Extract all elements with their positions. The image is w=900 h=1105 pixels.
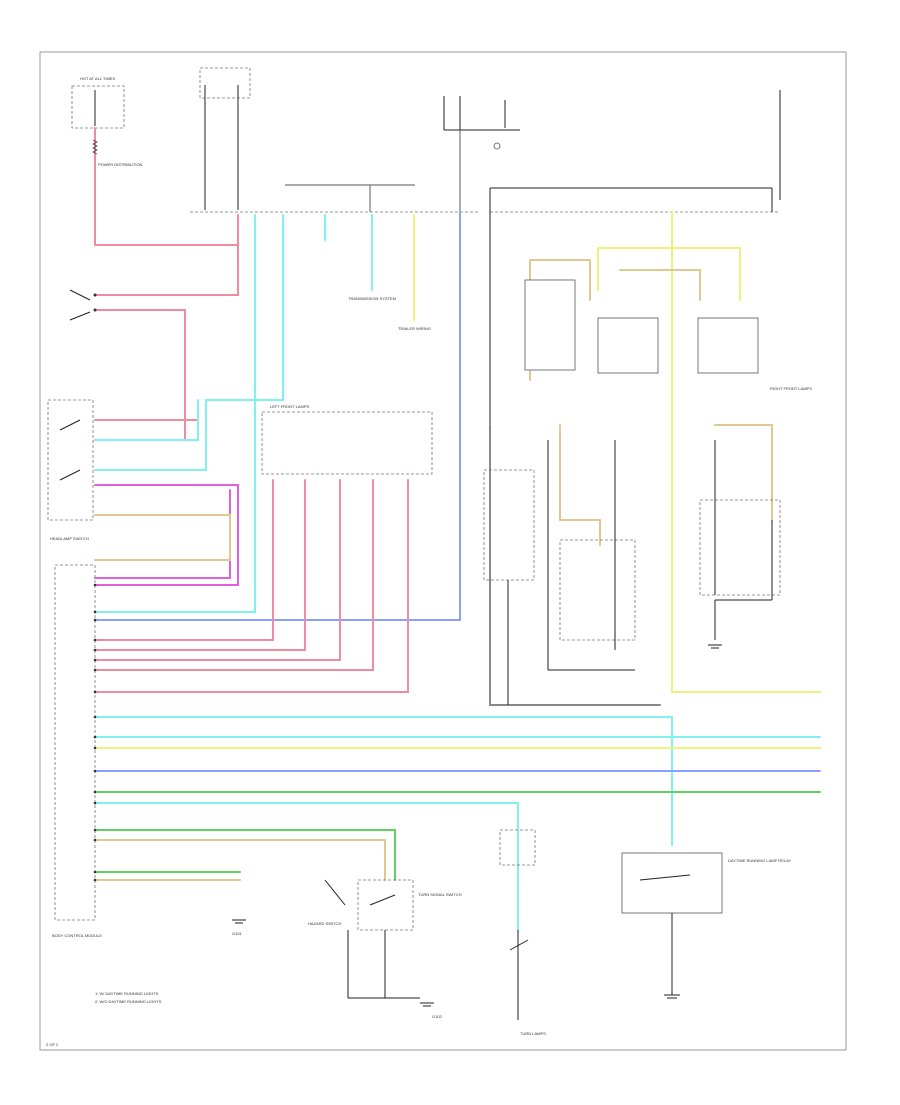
lower-mid-switch: TURN LAMPS xyxy=(499,829,546,1036)
bcm-block: BODY CONTROL MODULE xyxy=(52,564,102,938)
wire-blue-bcm xyxy=(94,211,461,621)
hot-at-all-times-label: HOT AT ALL TIMES xyxy=(80,76,115,81)
power-distribution-label: POWER DISTRIBUTION xyxy=(98,162,143,167)
wire-red-lamp-5 xyxy=(94,479,409,693)
headlamp-switch-block: HEADLAMP SWITCH xyxy=(47,399,94,541)
front-lamps-block: LEFT FRONT LAMPS xyxy=(261,404,433,475)
transmission-system-label: TRANSMISSION SYSTEM xyxy=(348,296,396,301)
power-source-left: HOT AT ALL TIMES POWER DISTRIBUTION xyxy=(71,76,143,191)
wire-green-turn xyxy=(94,829,396,881)
wire-tan-a xyxy=(94,514,231,561)
footnote-1: 1: W/ DAYTIME RUNNING LIGHTS xyxy=(95,991,159,996)
bcm-label: BODY CONTROL MODULE xyxy=(52,933,102,938)
page-id: 2 OF 2 xyxy=(46,1042,59,1047)
daytime-relay-label: DAYTIME RUNNING LAMP RELAY xyxy=(728,858,791,863)
diagram-frame xyxy=(39,51,847,1051)
fuse-block-top xyxy=(443,96,520,212)
ground-right xyxy=(708,644,722,649)
wire-cyan-long xyxy=(94,716,673,846)
wire-cyan-down xyxy=(94,802,519,931)
wire-tan-right-d xyxy=(714,424,773,521)
trailer-wiring-label: TRAILER WIRING xyxy=(398,326,431,331)
turn-lamps-label: TURN LAMPS xyxy=(520,1031,546,1036)
wire-red-lamp-3 xyxy=(94,479,341,661)
wire-tan-right-a xyxy=(529,259,591,301)
wire-red-lamp-4 xyxy=(94,479,374,671)
wire-tan-right-b xyxy=(619,269,701,301)
wire-cyan-a xyxy=(94,214,284,471)
wire-cyan-d xyxy=(94,399,199,441)
right-relays: RIGHT FRONT LAMPS xyxy=(483,279,812,641)
wire-red-lamp-2 xyxy=(94,479,306,651)
right-front-lamps-label: RIGHT FRONT LAMPS xyxy=(770,386,812,391)
wire-cyan-bcm xyxy=(94,214,256,613)
bcm-pins xyxy=(93,583,97,882)
wire-gray-ground xyxy=(489,424,661,706)
hazard-switch-block: HAZARD SWITCH xyxy=(308,879,346,926)
wire-tan-turn xyxy=(94,839,386,881)
ground-g101: G101 xyxy=(232,919,246,936)
ground-g102-label: G102 xyxy=(432,1014,443,1019)
right-internal-wiring xyxy=(507,440,773,705)
ground-g101-label: G101 xyxy=(232,931,243,936)
turn-signal-switch-label: TURN SIGNAL SWITCH xyxy=(418,892,462,897)
right-feed xyxy=(489,90,781,425)
wire-tan-center xyxy=(559,424,601,546)
wire-red-loop-2 xyxy=(94,419,199,439)
multifunction-switch xyxy=(69,289,97,321)
wire-pink-b xyxy=(94,489,231,579)
wire-red-lamp-1 xyxy=(94,479,274,641)
wire-yellow-right-loop xyxy=(671,211,821,693)
headlamp-switch-label: HEADLAMP SWITCH xyxy=(50,536,89,541)
footnote-2: 2: W/O DAYTIME RUNNING LIGHTS xyxy=(95,999,162,1004)
left-front-lamps-label: LEFT FRONT LAMPS xyxy=(270,404,310,409)
hazard-switch-label: HAZARD SWITCH xyxy=(308,921,341,926)
wire-yellow-top xyxy=(597,247,741,301)
turn-signal-switch-block: TURN SIGNAL SWITCH xyxy=(347,879,462,999)
wire-pink-a xyxy=(94,484,239,586)
wire-red-feed xyxy=(94,189,239,296)
ground-g102: G102 xyxy=(420,1002,443,1019)
power-source-mid xyxy=(199,67,415,212)
daytime-relay-block: DAYTIME RUNNING LAMP RELAY xyxy=(621,852,791,999)
